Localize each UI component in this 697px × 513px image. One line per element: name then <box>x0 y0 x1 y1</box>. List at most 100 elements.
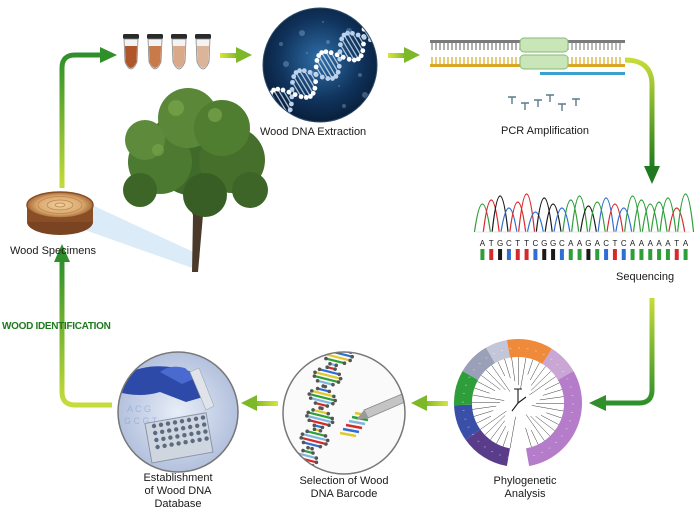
sequence-base-letter: C <box>559 239 565 248</box>
sequence-base-bar <box>480 249 485 260</box>
label-database-line3: Database <box>154 498 202 510</box>
sequence-base-bar <box>604 249 609 260</box>
sequence-base-bar <box>657 249 662 260</box>
label-database-line1: Establishment <box>143 472 213 484</box>
sequence-base-bar <box>533 249 538 260</box>
chromatogram-peak <box>535 197 553 233</box>
sequence-base-letter: C <box>603 239 609 248</box>
sequence-base-letter: A <box>639 239 645 248</box>
sequence-base-letter: G <box>585 239 591 248</box>
sequence-base-letter: A <box>683 239 689 248</box>
label-phylogenetic-line1: Phylogenetic <box>493 475 557 487</box>
sequence-base-letter: A <box>568 239 574 248</box>
sequence-base-letter: T <box>489 239 494 248</box>
arrow-head-tubes <box>100 47 117 63</box>
sequence-base-letter: G <box>497 239 503 248</box>
dna-extraction-illustration <box>262 7 378 123</box>
sequence-base-bar <box>683 249 688 260</box>
sequence-base-bar <box>612 249 617 260</box>
chromatogram-peak <box>677 193 695 233</box>
arrow-sequencing-to-phylogenetic <box>604 298 655 406</box>
light-beam <box>62 205 200 270</box>
chromatogram-peak <box>579 205 597 233</box>
dna-barcode-illustration <box>282 351 406 475</box>
chromatogram-peak <box>606 203 624 233</box>
sequence-base-letter: A <box>648 239 654 248</box>
flow-arrows <box>54 47 660 411</box>
arrow-extraction-to-pcr <box>388 53 406 58</box>
sequence-base-letter: A <box>595 239 601 248</box>
label-sequencing: Sequencing <box>616 271 675 283</box>
chromatogram-peak <box>526 211 544 233</box>
arrow-specimens-to-tubes <box>59 52 103 188</box>
sequence-base-letter: C <box>506 239 512 248</box>
arrow-head-sequencing <box>644 166 660 184</box>
clade-segment <box>525 371 582 467</box>
sequence-base-letter: T <box>524 239 529 248</box>
sample-tube <box>123 34 139 70</box>
phylogenetic-tree-illustration <box>454 338 582 467</box>
sequence-base-letter: T <box>674 239 679 248</box>
arrow-head-specimens <box>54 244 70 262</box>
sequence-base-bar <box>630 249 635 260</box>
wood-specimen-illustration <box>26 191 200 270</box>
chromatogram-peak <box>615 207 633 233</box>
chromatogram-peak <box>509 201 527 233</box>
sequence-base-bar <box>595 249 600 260</box>
sequence-base-letter: T <box>612 239 617 248</box>
chromatogram-peak <box>668 207 686 233</box>
sequence-base-letter: A <box>630 239 636 248</box>
clade-segment <box>486 339 511 364</box>
chromatogram-peak <box>659 197 677 233</box>
sequence-base-bar <box>674 249 679 260</box>
sequence-base-bar <box>665 249 670 260</box>
sequence-base-letter: A <box>665 239 671 248</box>
sequence-base-letter: C <box>621 239 627 248</box>
stump-top <box>26 191 94 219</box>
arrow-head-barcode <box>411 395 427 411</box>
sample-tube <box>171 34 187 70</box>
clade-segment <box>542 348 574 380</box>
chromatogram-peak <box>482 199 500 233</box>
svg-text:G C G T: G C G T <box>124 416 158 426</box>
chromatogram-peak <box>562 199 580 233</box>
chromatogram-peak <box>650 201 668 233</box>
label-database-establishment: Establishment of Wood DNA Database <box>123 472 233 511</box>
pcr-illustration <box>430 37 625 111</box>
chromatogram-peak <box>553 207 571 233</box>
sequence-base-letter: C <box>533 239 539 248</box>
chromatogram-peak <box>588 201 606 233</box>
label-barcode-line1: Selection of Wood <box>299 475 389 487</box>
clade-segment <box>454 404 481 440</box>
chromatogram-peak <box>544 203 562 233</box>
label-barcode-selection: Selection of Wood DNA Barcode <box>286 475 402 501</box>
clade-segment <box>462 347 495 380</box>
sample-tubes <box>123 34 211 70</box>
arrow-head-database <box>241 395 257 411</box>
arrow-head-phylogenetic <box>589 395 606 411</box>
sequence-base-bar <box>551 249 556 260</box>
sequence-base-bar <box>639 249 644 260</box>
sequence-base-bar <box>515 249 520 260</box>
chromatogram-peak <box>632 199 650 233</box>
sequence-base-bar <box>621 249 626 260</box>
arrow-barcode-to-database <box>254 401 278 406</box>
label-phylogenetic-line2: Analysis <box>504 488 546 500</box>
label-phylogenetic-analysis: Phylogenetic Analysis <box>480 475 570 501</box>
sequence-base-bar <box>648 249 653 260</box>
arrow-head-pcr <box>404 47 420 63</box>
arrow-tubes-to-extraction <box>220 53 238 58</box>
label-wood-identification: WOOD IDENTIFICATION <box>2 321 111 332</box>
sequence-base-letter: A <box>480 239 486 248</box>
clade-segment <box>454 371 479 406</box>
sequence-base-bar <box>542 249 547 260</box>
sequence-base-bar <box>559 249 564 260</box>
sequence-base-bar <box>489 249 494 260</box>
arrow-head-extraction <box>236 47 252 63</box>
chromatogram-peak <box>597 197 615 233</box>
clade-segment <box>465 429 511 467</box>
chromatogram-peak <box>518 193 536 233</box>
